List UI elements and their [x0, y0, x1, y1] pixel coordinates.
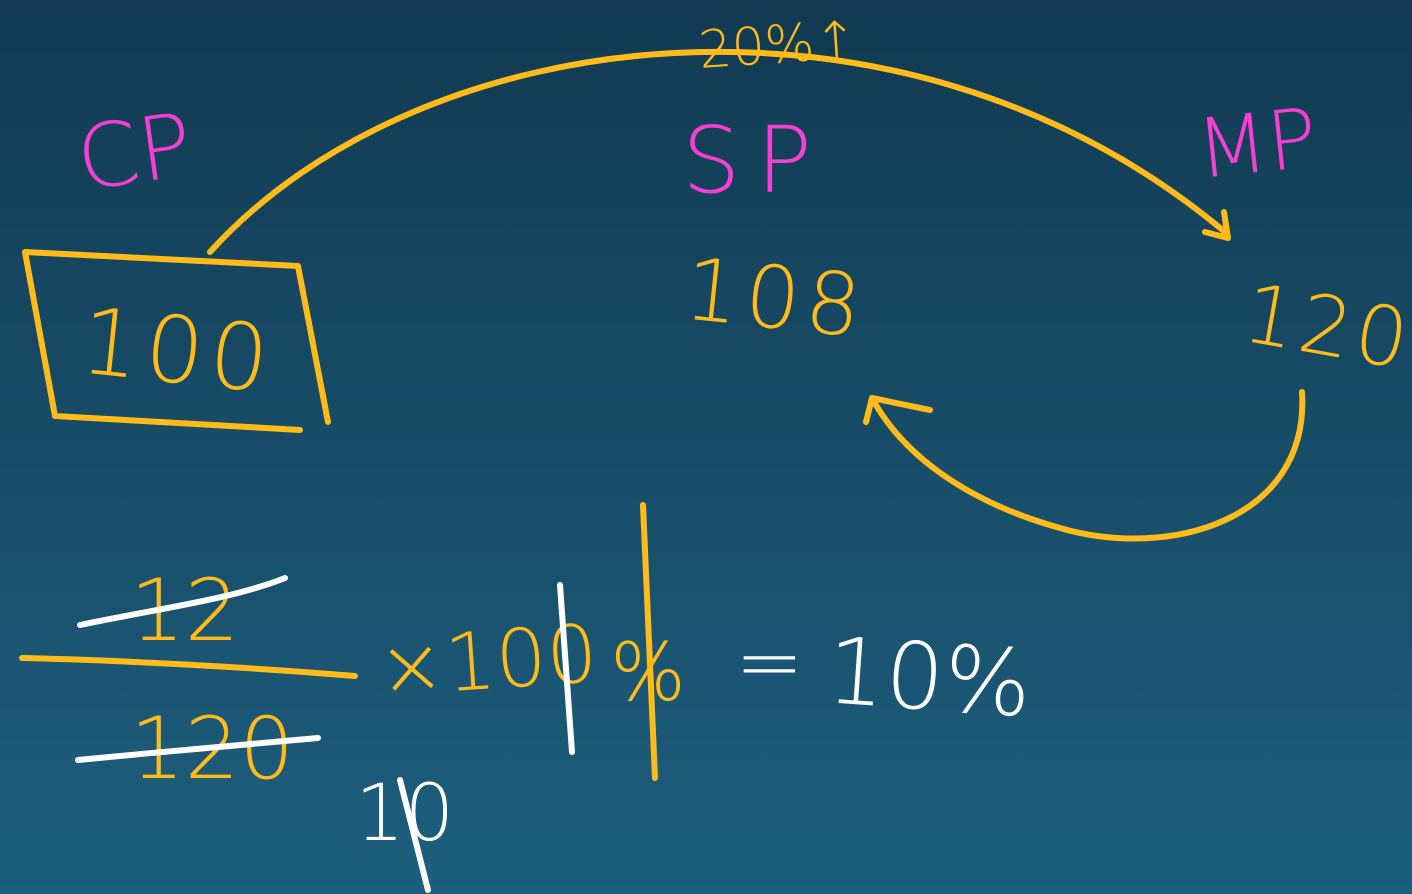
hundred-cancel-stroke: [557, 582, 575, 755]
sp-label: SP: [682, 107, 828, 214]
cancel-note: 10: [355, 769, 454, 859]
divider-line: [640, 502, 658, 781]
markup-percent-label: 20%↑: [697, 10, 860, 81]
cp-value: 100: [76, 287, 280, 414]
cp-label: CP: [71, 93, 199, 211]
note-cancel-stroke: [397, 777, 431, 893]
discount-arc: [869, 389, 1306, 542]
sp-value: 108: [680, 239, 872, 357]
mp-label: MP: [1192, 91, 1321, 198]
numerator-strike: [77, 575, 288, 628]
fraction-bar: [19, 655, 358, 679]
denominator-strike: [75, 735, 321, 763]
markup-arc: [207, 48, 1228, 255]
equals-sign: =: [735, 615, 804, 710]
cp-box: [22, 249, 331, 433]
result-value: 10%: [823, 617, 1034, 738]
markup-arrowhead: [1202, 209, 1231, 241]
discount-arrowhead: [863, 395, 933, 425]
